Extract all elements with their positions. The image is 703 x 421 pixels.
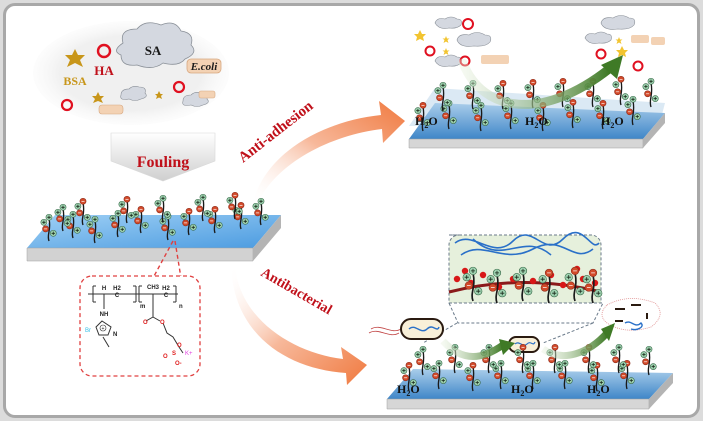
sa-cloud-icon	[601, 16, 635, 30]
intact-bacterium	[369, 319, 443, 339]
anti-adhesion-arrow: Anti-adhesion	[236, 98, 405, 205]
bsa-star-icon	[443, 36, 450, 43]
antibacterial-arrow: Antibacterial	[231, 265, 367, 385]
structure-callout-box	[80, 276, 200, 376]
curved-arrow-icon	[253, 101, 405, 205]
atom-label: CH3	[147, 285, 160, 291]
bsa-star-icon	[616, 37, 623, 44]
atom-label: N	[113, 332, 117, 338]
bsa-star-icon	[414, 30, 426, 41]
sa-label: SA	[145, 43, 162, 58]
flagella-icon	[369, 327, 401, 334]
atom-label: C	[164, 293, 169, 299]
antibacterial-panel: H2OH2OH2O	[369, 233, 673, 409]
ecoli-capsule-icon	[199, 91, 215, 98]
repeat-index-n: n	[179, 304, 183, 310]
atom-label: O	[143, 320, 148, 326]
ecoli-capsule-icon	[99, 105, 123, 114]
bacteria-trajectory-arrow	[543, 333, 607, 356]
plus-sign: +	[102, 326, 105, 332]
particle-dot	[480, 272, 486, 278]
anti-adhesion-panel: H2OH2OH2O	[409, 16, 665, 149]
particle-dot	[530, 278, 536, 284]
particle-dot	[592, 280, 598, 286]
atom-label: C	[115, 293, 120, 299]
atom-label: H2	[113, 286, 121, 292]
bsa-star-icon	[616, 46, 628, 57]
particle-dot	[560, 282, 566, 288]
bsa-star-icon	[443, 48, 450, 55]
atom-label: H2	[162, 286, 170, 292]
ecoli-capsule-icon	[651, 37, 665, 45]
ecoli-capsule-icon	[631, 35, 649, 43]
atom-label: O	[160, 320, 165, 326]
curved-arrow-icon	[231, 265, 367, 385]
atom-label: O	[163, 354, 168, 360]
atom-label: O	[177, 343, 182, 349]
atom-label: S	[172, 351, 176, 357]
potassium-counterion: K+	[185, 351, 193, 357]
membrane-front-side	[27, 248, 253, 261]
sa-cloud-icon	[435, 55, 462, 66]
ha-ring-icon	[597, 50, 606, 59]
atom-label: O-	[175, 361, 182, 367]
fouling-arrow: Fouling	[111, 133, 215, 181]
membrane-front-side	[409, 139, 643, 148]
ha-ring-icon	[426, 47, 435, 56]
magnified-interface-lower	[449, 303, 603, 323]
ecoli-capsule-icon	[481, 55, 509, 64]
bsa-label: BSA	[63, 74, 87, 88]
bromide-counterion: Br	[85, 328, 91, 334]
sa-cloud-icon	[435, 17, 462, 28]
foulant-cloud: SA BSA HA E.coli	[33, 21, 229, 125]
membrane-front-side	[387, 399, 649, 409]
sa-cloud-icon	[457, 33, 491, 47]
repeat-index-m: m	[140, 304, 145, 310]
zoom-guide-line	[543, 323, 593, 343]
ha-ring-icon	[463, 19, 473, 29]
ha-label: HA	[94, 63, 114, 78]
atom-label: H	[102, 286, 106, 292]
pristine-membrane	[27, 192, 281, 261]
ha-ring-icon	[634, 62, 643, 71]
chemical-structure: H H2 C m CH3 H2 C n NH + N Br O O S O O …	[80, 276, 200, 376]
figure-frame: SA BSA HA E.coli Fouling	[3, 3, 700, 418]
repelled-foulants	[414, 16, 665, 71]
fouling-label: Fouling	[137, 154, 189, 171]
atom-label: NH	[100, 312, 109, 318]
sa-cloud-icon	[585, 32, 612, 43]
diagram-canvas: SA BSA HA E.coli Fouling	[6, 6, 697, 415]
ecoli-label: E.coli	[190, 61, 219, 73]
anti-adhesion-label: Anti-adhesion	[236, 98, 317, 166]
antibacterial-label: Antibacterial	[258, 265, 334, 318]
particle-dot	[454, 276, 460, 282]
